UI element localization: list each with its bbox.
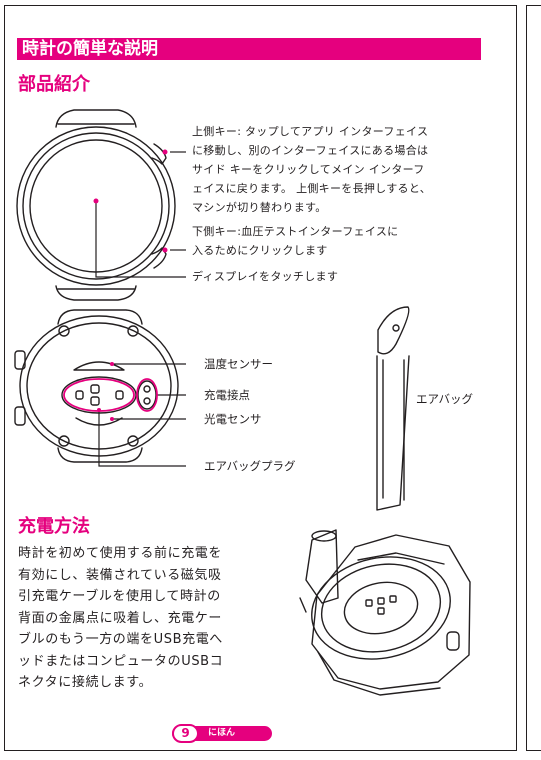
temperature-sensor-label: 温度センサー bbox=[204, 357, 273, 371]
upper-key-line: 上側キー: タップしてアプリ インターフェイス bbox=[192, 125, 429, 138]
lower-key-callout: 下側キー:血圧テストインターフェイスに 入るためにクリックします bbox=[192, 222, 482, 260]
contact-highlights bbox=[63, 378, 158, 412]
charging-text-line: 有効にし、装備されている磁気吸 bbox=[18, 567, 222, 583]
watch-back-illustration bbox=[14, 309, 179, 463]
charging-text-line: 背面の金属点に吸着し、充電ケー bbox=[18, 610, 223, 626]
parts-intro-heading: 部品紹介 bbox=[18, 74, 90, 95]
charging-text-line: ネクタに接続します。 bbox=[18, 675, 153, 690]
airbag-plug-label: エアバッグプラグ bbox=[204, 459, 296, 473]
charging-text-line: 引充電ケーブルを使用して時計の bbox=[18, 589, 221, 604]
charging-method-heading: 充電方法 bbox=[18, 516, 90, 537]
page-number-pill: 9 にほん bbox=[172, 724, 272, 743]
airbag-label: エアバッグ bbox=[416, 392, 474, 406]
upper-key-callout: 上側キー: タップしてアプリ インターフェイス に移動し、別のインターフェイスに… bbox=[192, 122, 492, 217]
callout-leader-lines bbox=[95, 151, 186, 467]
section-banner-title: 時計の簡単な説明 bbox=[17, 38, 481, 60]
display-callout: ディスプレイをタッチします bbox=[192, 270, 339, 283]
upper-key-line: ェイスに戻ります。 上側キーを長押しすると、 bbox=[192, 182, 432, 195]
charging-text-line: ブルのもう一方の端をUSB充電へ bbox=[18, 632, 223, 647]
lower-key-line: 入るためにクリックします bbox=[192, 244, 328, 257]
upper-key-line: に移動し、別のインターフェイスにある場合は bbox=[192, 144, 429, 157]
charging-contact-label: 充電接点 bbox=[204, 388, 250, 402]
callout-dots bbox=[93, 149, 168, 421]
page-number: 9 bbox=[172, 724, 199, 743]
adjacent-page-border bbox=[526, 5, 541, 751]
charging-text-line: 時計を初めて使用する前に充電を bbox=[18, 546, 223, 561]
charging-instructions: 時計を初めて使用する前に充電を 有効にし、装備されている磁気吸 引充電ケーブルを… bbox=[18, 543, 280, 694]
lower-key-line: 下側キー:血圧テストインターフェイスに bbox=[192, 225, 399, 238]
upper-key-line: マシンが切り替わります。 bbox=[192, 201, 327, 214]
page-border bbox=[4, 5, 517, 751]
upper-key-line: サイド キーをクリックしてメイン インターフ bbox=[192, 163, 425, 176]
watch-front-illustration bbox=[16, 109, 176, 301]
airbag-illustration bbox=[376, 306, 410, 511]
charging-watch-illustration bbox=[299, 529, 471, 696]
charging-text-line: ッドまたはコンピュータのUSBコ bbox=[18, 653, 224, 669]
page-language: にほん bbox=[208, 728, 236, 738]
optical-sensor-label: 光電センサ bbox=[204, 412, 262, 426]
